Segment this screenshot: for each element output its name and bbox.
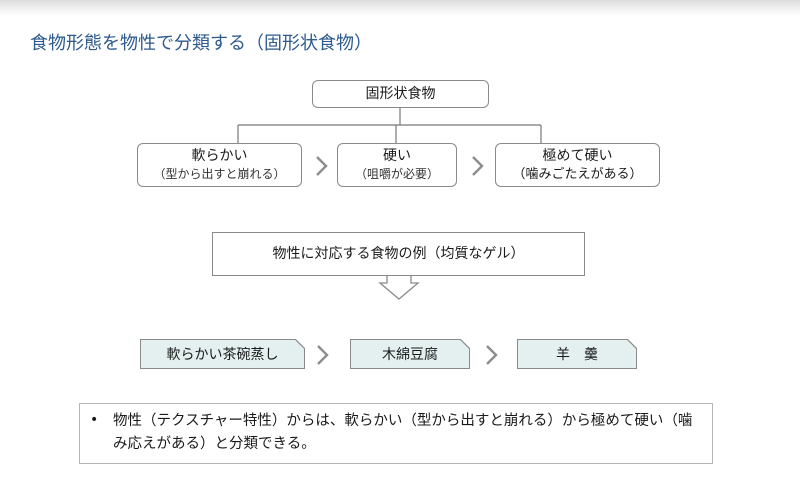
category-note: （型から出すと崩れる） bbox=[153, 167, 286, 181]
bullet-icon: • bbox=[90, 412, 99, 428]
example-label: 軟らかい茶碗蒸し bbox=[166, 347, 279, 363]
root-node-label: 固形状食物 bbox=[365, 85, 436, 102]
category-label: 極めて硬い bbox=[542, 147, 613, 164]
example-label: 羊 羹 bbox=[556, 347, 598, 363]
root-node: 固形状食物 bbox=[312, 80, 489, 108]
example-corner bbox=[295, 339, 305, 349]
category-node-soft: 軟らかい （型から出すと崩れる） bbox=[137, 143, 302, 187]
example-corner bbox=[460, 339, 470, 349]
category-note: （噛みごたえがある） bbox=[512, 166, 643, 182]
category-node-hard: 硬い （咀嚼が必要） bbox=[337, 143, 457, 187]
chevron-right-icon bbox=[317, 345, 329, 365]
tree-connector bbox=[237, 107, 542, 144]
example-momen-tofu: 木綿豆腐 bbox=[350, 339, 470, 369]
category-note: （咀嚼が必要） bbox=[354, 167, 439, 181]
example-corner bbox=[627, 339, 637, 349]
example-soft-chawanmushi: 軟らかい茶碗蒸し bbox=[140, 339, 305, 369]
category-label: 硬い bbox=[383, 148, 411, 164]
chevron-right-icon bbox=[316, 156, 328, 176]
category-label: 軟らかい bbox=[191, 148, 248, 164]
example-header-box: 物性に対応する食物の例（均質なゲル） bbox=[212, 232, 585, 276]
chevron-right-icon bbox=[486, 345, 498, 365]
chevron-right-icon bbox=[472, 156, 484, 176]
top-gradient-bar bbox=[0, 0, 800, 16]
slide-title: 食物形態を物性で分類する（固形状食物） bbox=[30, 33, 372, 54]
example-header-label: 物性に対応する食物の例（均質なゲル） bbox=[272, 245, 525, 262]
example-yokan: 羊 羹 bbox=[517, 339, 637, 369]
category-node-very-hard: 極めて硬い （噛みごたえがある） bbox=[495, 143, 660, 187]
summary-box: • 物性（テクスチャー特性）からは、軟らかい（型から出すと崩れる）から極めて硬い… bbox=[79, 403, 713, 464]
summary-text: 物性（テクスチャー特性）からは、軟らかい（型から出すと崩れる）から極めて硬い（噛… bbox=[113, 413, 693, 452]
down-arrow-icon bbox=[378, 274, 420, 300]
example-label: 木綿豆腐 bbox=[382, 347, 438, 363]
